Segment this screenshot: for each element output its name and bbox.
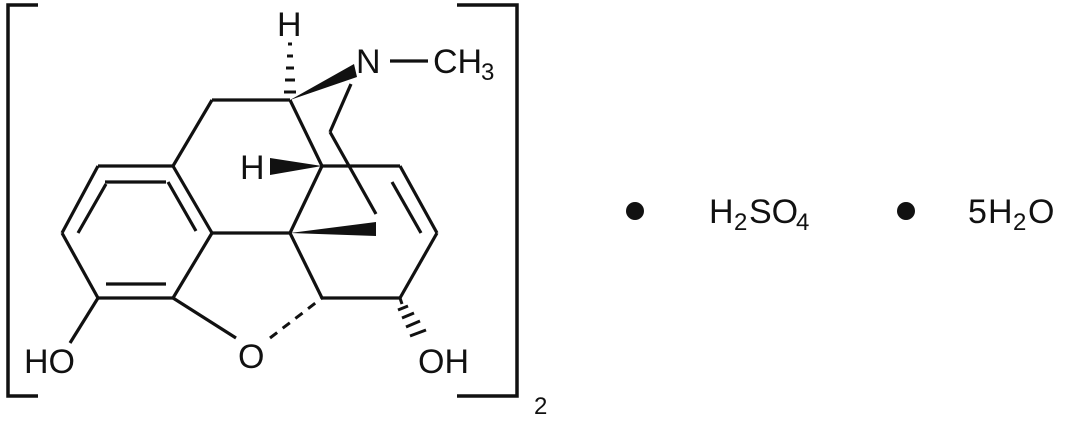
water-formula: 5 H 2 O (968, 193, 1054, 236)
water-sub-2: 2 (1013, 209, 1026, 236)
bullet-dot-1 (626, 202, 644, 220)
atom-label-o-ring: O (238, 338, 264, 376)
atom-label-h-mid: H (240, 149, 265, 187)
stereo-wedges (270, 64, 376, 236)
bracket-multiplier: 2 (534, 393, 547, 420)
bond-network (60, 59, 439, 344)
h2so4-sub-4: 4 (796, 209, 809, 236)
atom-label-ch3: CH (433, 43, 482, 81)
h2so4-h: H (709, 193, 734, 231)
stereo-hash-h-top (284, 42, 296, 94)
atom-label-n: N (356, 43, 381, 81)
h2so4-sub-2: 2 (734, 209, 747, 236)
atom-label-h-top: H (277, 6, 302, 44)
atom-label-ho-left: HO (24, 343, 75, 381)
h2so4-so: SO (749, 193, 798, 231)
bullet-dot-2 (897, 202, 915, 220)
atom-label-oh-right: OH (418, 343, 469, 381)
left-bracket (6, 3, 38, 398)
water-h: H (988, 193, 1013, 231)
atom-label-ch3-subscript: 3 (481, 59, 494, 86)
water-o: O (1028, 193, 1054, 231)
sulfuric-acid-formula: H 2 SO 4 (709, 193, 809, 236)
water-coefficient: 5 (968, 193, 987, 231)
right-bracket (457, 3, 519, 398)
